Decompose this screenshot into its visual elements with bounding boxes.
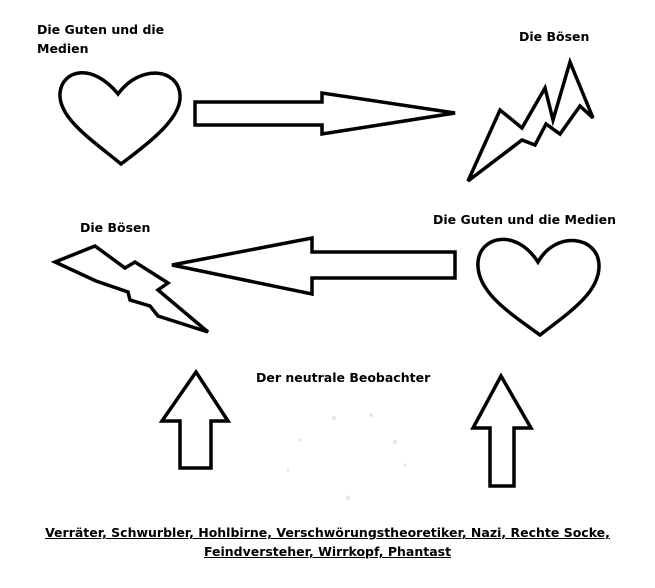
lightning-icon-top-right <box>466 56 595 183</box>
label-top-right: Die Bösen <box>519 29 590 44</box>
label-center: Der neutrale Beobachter <box>256 370 431 385</box>
heart-icon-top-left <box>58 71 182 167</box>
caption-line-2: Feindversteher, Wirrkopf, Phantast <box>203 544 452 559</box>
caption-line-1: Verräter, Schwurbler, Hohlbirne, Verschw… <box>45 525 610 540</box>
label-middle-left: Die Bösen <box>80 220 151 235</box>
label-middle-right: Die Guten und die Medien <box>433 212 617 227</box>
heart-icon-middle-right <box>476 237 601 338</box>
arrow-right-top <box>193 90 456 137</box>
caption: Verräter, Schwurbler, Hohlbirne, Verschw… <box>0 523 655 561</box>
arrow-up-right <box>470 372 535 488</box>
label-top-left: Die Guten und die Medien <box>37 22 165 56</box>
lightning-icon-middle-left <box>50 244 210 334</box>
arrow-left-middle <box>171 235 457 297</box>
neutral-observer-figure <box>286 413 407 501</box>
arrow-up-left <box>158 368 232 470</box>
